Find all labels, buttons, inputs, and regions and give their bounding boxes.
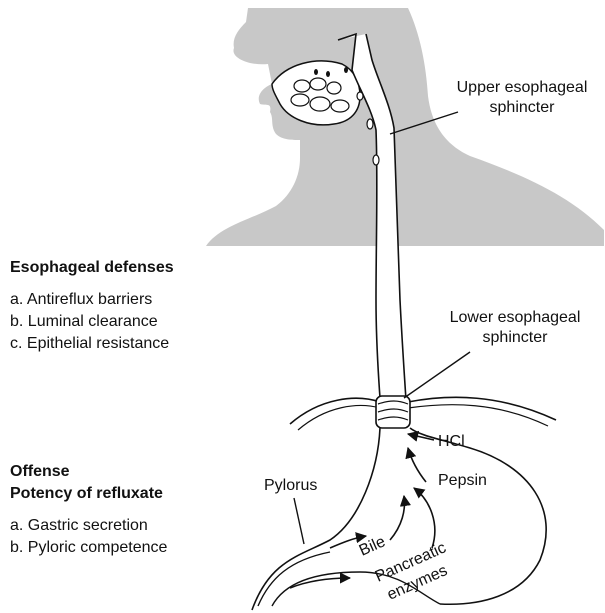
head-silhouette (206, 8, 604, 246)
dot-2 (326, 71, 330, 77)
defenses-item: b. Luminal clearance (10, 312, 158, 332)
tooth-3 (327, 82, 341, 94)
defenses-item: c. Epithelial resistance (10, 334, 169, 354)
tooth-5 (310, 97, 330, 111)
reflux-arrow (390, 496, 404, 540)
defenses-item: a. Antireflux barriers (10, 290, 152, 310)
offense-heading: Offense (10, 462, 70, 482)
label-hcl: HCl (438, 432, 465, 452)
offense-subheading: Potency of refluxate (10, 484, 163, 504)
diaphragm-inner (298, 405, 548, 430)
label-pepsin: Pepsin (438, 471, 487, 491)
sphincter-band (376, 396, 410, 428)
tooth-1 (294, 80, 310, 92)
dot-3 (344, 67, 348, 73)
label-lower-sphincter-line1: Lower esophageal (440, 308, 590, 328)
label-upper-sphincter-line1: Upper esophageal (452, 78, 592, 98)
leader-pylorus (294, 498, 304, 544)
tooth-4 (291, 94, 309, 106)
reflux-arrow (414, 488, 435, 548)
droplet-2 (373, 155, 379, 165)
offense-item: b. Pyloric competence (10, 538, 167, 558)
reflux-arrow (290, 578, 350, 588)
tooth-2 (310, 78, 326, 90)
label-lower-sphincter: Lower esophageal sphincter (440, 308, 590, 348)
label-upper-sphincter-line2: sphincter (452, 98, 592, 118)
droplet-3 (357, 92, 363, 100)
defenses-heading: Esophageal defenses (10, 258, 174, 278)
leader-lower-sphincter (404, 352, 470, 398)
dot-1 (314, 69, 318, 75)
offense-item: a. Gastric secretion (10, 516, 148, 536)
label-lower-sphincter-line2: sphincter (440, 328, 590, 348)
droplet-1 (367, 119, 373, 129)
label-upper-sphincter: Upper esophageal sphincter (452, 78, 592, 118)
reflux-arrow (408, 448, 426, 482)
tooth-6 (331, 100, 349, 112)
label-pylorus: Pylorus (264, 476, 317, 496)
